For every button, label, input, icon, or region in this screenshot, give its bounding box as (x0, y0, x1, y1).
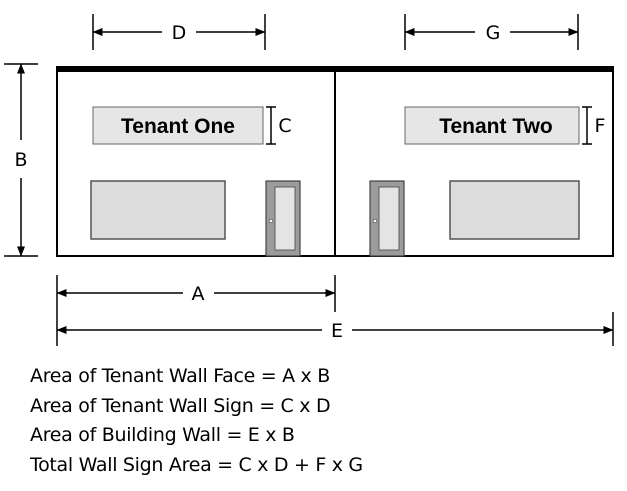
dimension-a (56, 275, 336, 312)
dimension-d-label: D (172, 22, 187, 44)
formula-total-wall-sign-area: Total Wall Sign Area = C x D + F x G (30, 453, 363, 476)
tenant-two-sign (404, 106, 580, 145)
dimension-f-label: F (595, 115, 606, 137)
formula-tenant-wall-sign: Area of Tenant Wall Sign = C x D (30, 394, 331, 417)
formula-tenant-wall-face: Area of Tenant Wall Face = A x B (30, 365, 330, 387)
dimension-d (92, 14, 266, 50)
dimension-b-label: B (14, 149, 27, 171)
tenant-two-sign-text: Tenant Two (439, 115, 553, 138)
tenant-two-door-glass (378, 186, 400, 251)
dimension-a-label: A (192, 283, 205, 305)
tenant-one-door-handle (268, 218, 274, 224)
tenant-two-door-handle (372, 218, 378, 224)
tenant-one-window (90, 180, 226, 240)
dimension-c-label: C (278, 115, 291, 137)
area-formulas: Area of Tenant Wall Face = A x B Area of… (30, 362, 363, 480)
tenant-one-storefront: Tenant One (90, 106, 301, 257)
dimension-f (582, 106, 592, 145)
dimension-e-label: E (331, 320, 343, 342)
dimension-g (404, 14, 579, 50)
dimension-g-label: G (486, 22, 501, 44)
tenant-two-window (449, 180, 580, 240)
tenant-one-sign-text: Tenant One (121, 115, 235, 138)
dimension-c (266, 106, 276, 145)
tenant-two-storefront: Tenant Two (369, 106, 580, 257)
dimension-b (4, 63, 38, 257)
formula-building-wall: Area of Building Wall = E x B (30, 424, 295, 446)
tenant-one-door-glass (274, 186, 296, 251)
tenant-one-sign (92, 106, 264, 145)
dimension-e (56, 312, 614, 346)
